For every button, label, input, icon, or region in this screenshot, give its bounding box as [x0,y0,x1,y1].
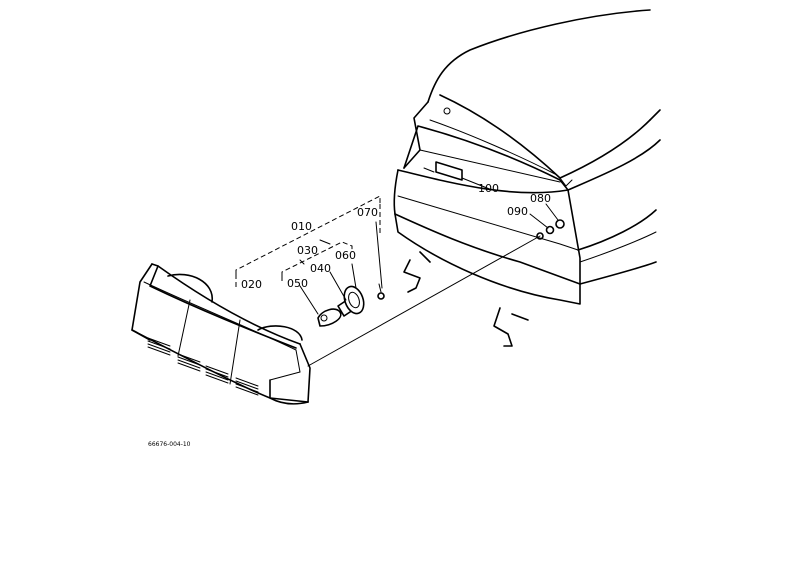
bolt-080-090-group [529,203,565,240]
assembly-brackets [235,195,381,290]
label-020: 020 [241,278,262,291]
label-010: 010 [291,220,312,233]
label-leaders [299,239,331,265]
label-030: 030 [297,244,318,257]
label-040: 040 [310,262,331,275]
label-070: 070 [357,206,378,219]
tractor-hood [393,9,661,347]
headlamp-assembly [299,221,385,327]
front-grille-020 [131,263,311,405]
label-090: 090 [507,205,528,218]
part-labels: 010 020 030 040 050 060 070 080 090 100 [241,182,551,291]
label-060: 060 [335,249,356,262]
plate-bracket-100 [423,161,493,191]
label-050: 050 [287,277,308,290]
drawing-number: 66676-004-10 [148,441,191,448]
grille-vents [147,337,259,396]
label-100: 100 [478,182,499,195]
wire-leader [307,235,541,367]
label-080: 080 [530,192,551,205]
